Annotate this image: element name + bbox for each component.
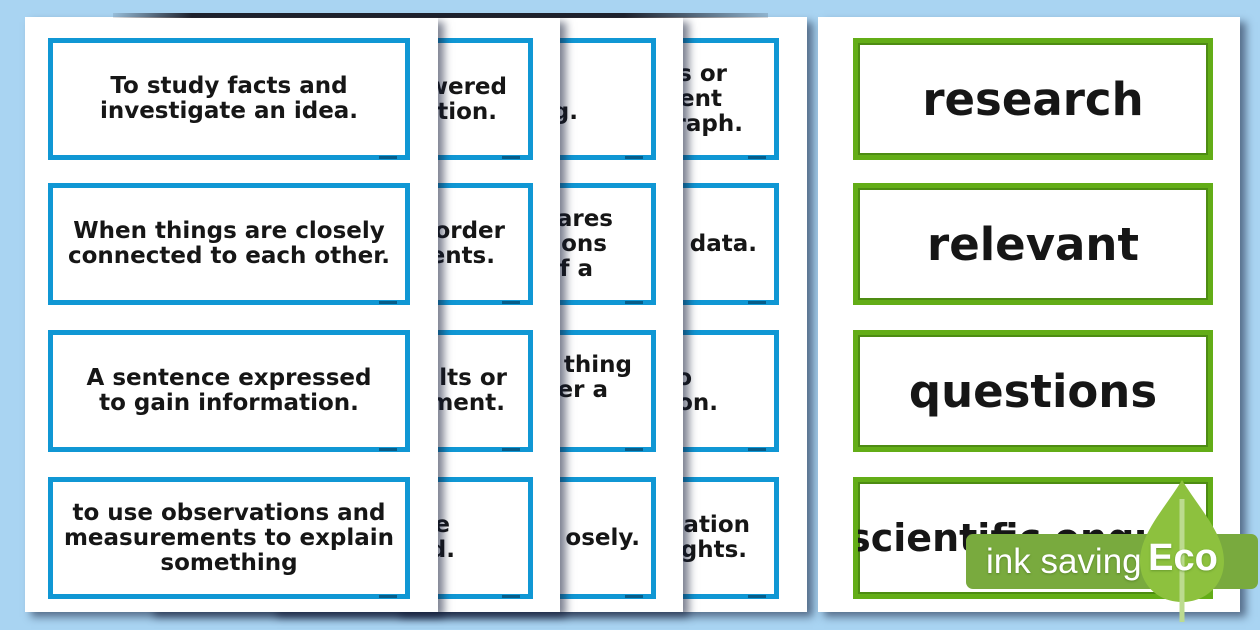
card-watermark [379,595,397,598]
definition-text: When things are closely connected to eac… [68,218,390,269]
card-watermark [748,301,766,304]
word-text: research [922,72,1144,126]
card-watermark [502,448,520,451]
card-watermark [625,156,643,159]
card-watermark [748,448,766,451]
definition-fragment: e [434,512,450,538]
word-card: questions [853,330,1213,452]
word-text: relevant [927,217,1139,271]
card-watermark [502,301,520,304]
card-watermark [748,156,766,159]
card-watermark [625,301,643,304]
eco-leaf-icon [1140,480,1224,622]
word-card: research [853,38,1213,160]
card-watermark [379,448,397,451]
card-watermark [625,595,643,598]
card-watermark [1182,301,1200,304]
definition-card: to use observations and measurements to … [48,477,410,599]
definition-card: When things are closely connected to eac… [48,183,410,305]
definition-card: A sentence expressed to gain information… [48,330,410,452]
card-watermark [748,595,766,598]
word-card: relevant [853,183,1213,305]
definition-text: A sentence expressed to gain information… [86,365,372,416]
definition-card: To study facts and investigate an idea. [48,38,410,160]
card-watermark [1182,156,1200,159]
words-page: research relevant questions scientific e… [818,17,1240,612]
card-watermark [625,448,643,451]
card-watermark [379,156,397,159]
card-watermark [502,156,520,159]
word-text: questions [908,364,1158,418]
page-stack-top-shadow [113,13,768,18]
card-watermark [1182,448,1200,451]
card-watermark [502,595,520,598]
card-watermark [379,301,397,304]
ink-saving-label: ink saving [986,542,1142,581]
definitions-page: To study facts and investigate an idea. … [25,17,438,612]
definition-fragment: osely. [565,525,640,551]
definition-text: To study facts and investigate an idea. [99,73,359,124]
eco-label: Eco [1148,537,1218,579]
definition-text: to use observations and measurements to … [63,499,395,576]
